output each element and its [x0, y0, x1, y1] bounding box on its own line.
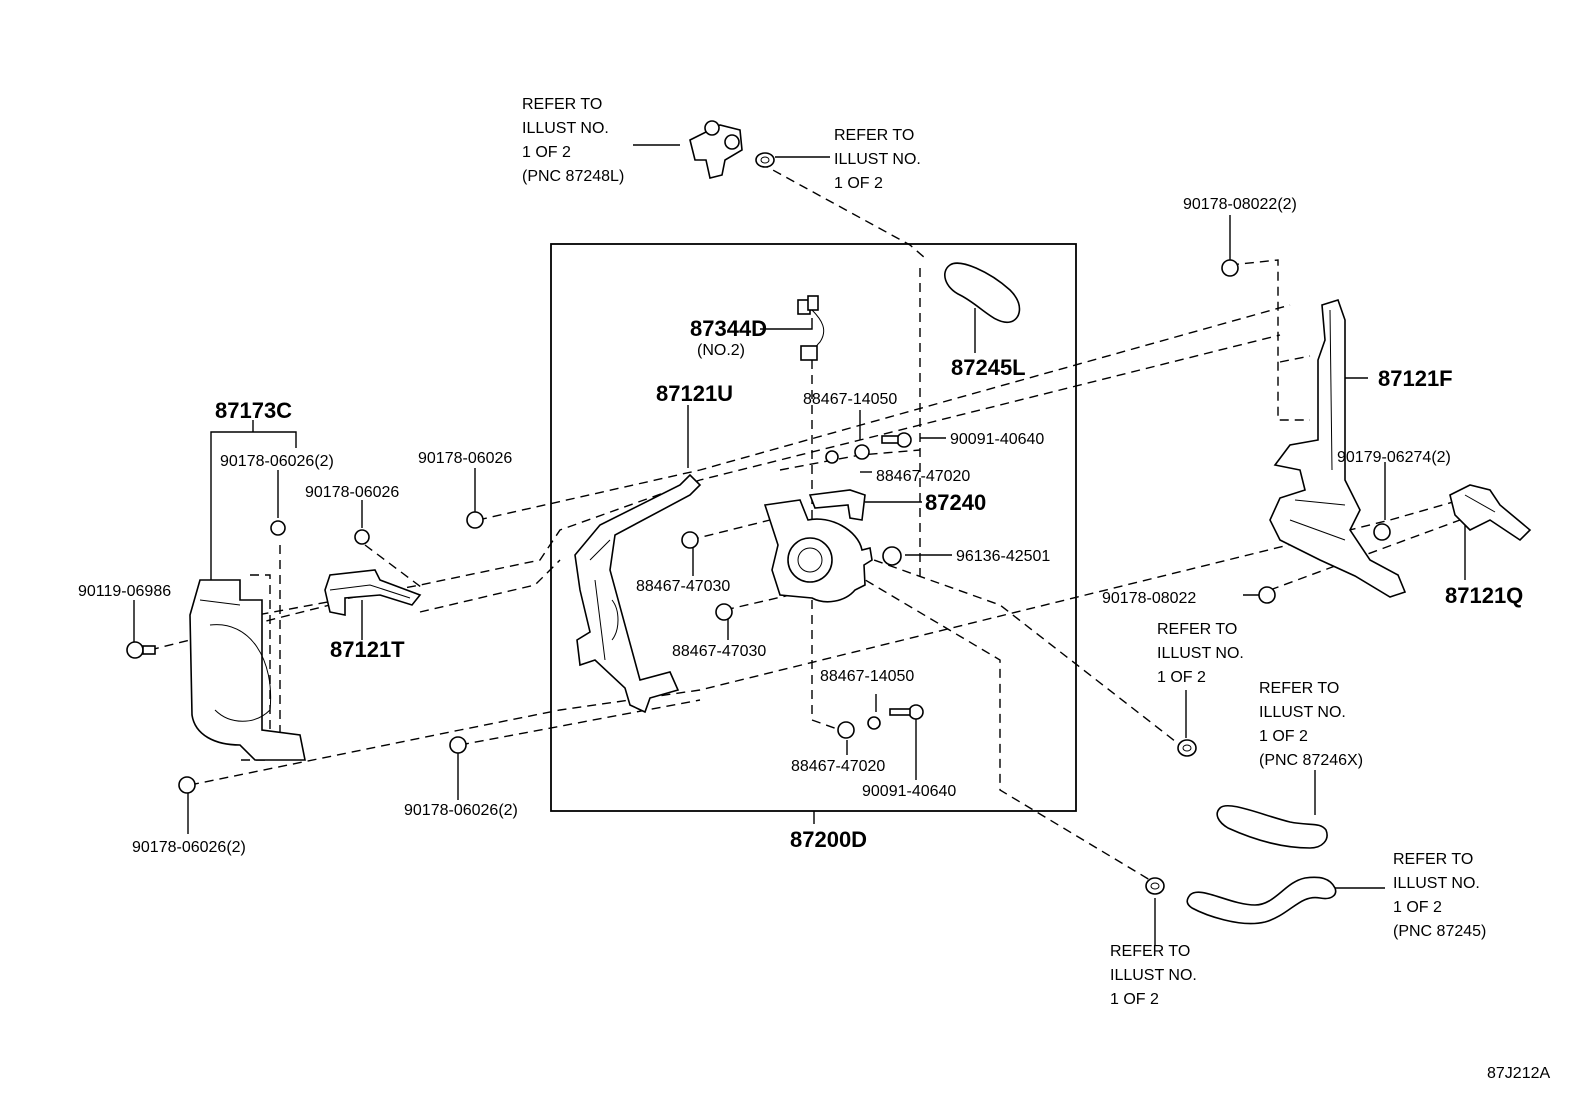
- label-90178-06026-2-a: 90178-06026(2): [220, 453, 334, 470]
- refer-block-87245: REFER TO ILLUST NO. 1 OF 2 (PNC 87245): [1393, 851, 1486, 940]
- refer-block-87246x: REFER TO ILLUST NO. 1 OF 2 (PNC 87246X): [1259, 680, 1363, 769]
- label-90091-40640-b: 90091-40640: [862, 783, 956, 800]
- label-90091-40640-a: 90091-40640: [950, 431, 1044, 448]
- svg-text:(PNC 87245): (PNC 87245): [1393, 923, 1486, 940]
- svg-text:REFER TO: REFER TO: [1157, 621, 1237, 638]
- svg-text:ILLUST NO.: ILLUST NO.: [522, 120, 609, 137]
- label-90178-06026-2-c: 90178-06026(2): [404, 802, 518, 819]
- bracket-87121u-icon: [574, 473, 702, 714]
- fasteners: [126, 259, 1391, 794]
- label-87240: 87240: [925, 490, 986, 515]
- label-88467-14050-a: 88467-14050: [803, 391, 897, 408]
- svg-text:1 OF 2: 1 OF 2: [1157, 669, 1206, 686]
- refer-block-87248l: REFER TO ILLUST NO. 1 OF 2 (PNC 87248L): [522, 96, 624, 185]
- label-88467-47030-a: 88467-47030: [636, 578, 730, 595]
- svg-text:1 OF 2: 1 OF 2: [1393, 899, 1442, 916]
- label-88467-47020-a: 88467-47020: [876, 468, 970, 485]
- label-90179-06274-2: 90179-06274(2): [1337, 449, 1451, 466]
- label-87344d: 87344D: [690, 316, 767, 341]
- label-87121u: 87121U: [656, 381, 733, 406]
- label-90119-06986: 90119-06986: [78, 583, 171, 600]
- svg-text:REFER TO: REFER TO: [1259, 680, 1339, 697]
- label-88467-47020-b: 88467-47020: [791, 758, 885, 775]
- svg-text:(PNC 87248L): (PNC 87248L): [522, 168, 624, 185]
- clamp-mid-icon: [1177, 739, 1197, 757]
- svg-text:1 OF 2: 1 OF 2: [522, 144, 571, 161]
- svg-text:ILLUST NO.: ILLUST NO.: [1393, 875, 1480, 892]
- bracket-87121t-icon: [324, 569, 422, 616]
- clamp-top-icon: [755, 152, 775, 168]
- refer-block-mid-clamp: REFER TO ILLUST NO. 1 OF 2: [1157, 621, 1244, 686]
- svg-text:ILLUST NO.: ILLUST NO.: [1259, 704, 1346, 721]
- label-88467-14050-b: 88467-14050: [820, 668, 914, 685]
- label-90178-06026-a: 90178-06026: [418, 450, 512, 467]
- svg-text:1 OF 2: 1 OF 2: [834, 175, 883, 192]
- refer-block-bottom-clamp: REFER TO ILLUST NO. 1 OF 2: [1110, 943, 1197, 1008]
- label-87344d-no2: (NO.2): [697, 342, 745, 359]
- hose-87245-icon: [1186, 876, 1337, 925]
- svg-text:REFER TO: REFER TO: [522, 96, 602, 113]
- bracket-87121f-icon: [1269, 299, 1407, 598]
- bracket-87121q-icon: [1449, 484, 1532, 542]
- illustration-code: 87J212A: [1487, 1065, 1550, 1082]
- svg-text:ILLUST NO.: ILLUST NO.: [1110, 967, 1197, 984]
- svg-text:1 OF 2: 1 OF 2: [1110, 991, 1159, 1008]
- svg-text:ILLUST NO.: ILLUST NO.: [1157, 645, 1244, 662]
- label-90178-08022-2: 90178-08022(2): [1183, 196, 1297, 213]
- label-90178-06026-2-b: 90178-06026(2): [132, 839, 246, 856]
- pump-87240-icon: [763, 489, 873, 603]
- clamp-bottom-icon: [1145, 877, 1165, 895]
- connector-87344d-icon: [797, 295, 825, 361]
- label-88467-47030-b: 88467-47030: [672, 643, 766, 660]
- label-87121q: 87121Q: [1445, 583, 1523, 608]
- solid-leaders: [133, 144, 1466, 945]
- label-87245l: 87245L: [951, 355, 1026, 380]
- hose-87245l-icon: [944, 262, 1021, 323]
- svg-text:1 OF 2: 1 OF 2: [1259, 728, 1308, 745]
- svg-text:ILLUST NO.: ILLUST NO.: [834, 151, 921, 168]
- label-96136-42501: 96136-42501: [956, 548, 1050, 565]
- label-87121t: 87121T: [330, 637, 405, 662]
- label-87173c: 87173C: [215, 398, 292, 423]
- shield-87173c-icon: [189, 579, 306, 761]
- hose-87246x-icon: [1216, 804, 1328, 849]
- refer-block-top-clamp: REFER TO ILLUST NO. 1 OF 2: [834, 127, 921, 192]
- valve-87248l-icon: [689, 120, 743, 179]
- svg-text:REFER TO: REFER TO: [1393, 851, 1473, 868]
- label-90178-08022: 90178-08022: [1102, 590, 1196, 607]
- label-87200d: 87200D: [790, 827, 867, 852]
- svg-text:(PNC 87246X): (PNC 87246X): [1259, 752, 1363, 769]
- svg-text:REFER TO: REFER TO: [834, 127, 914, 144]
- svg-text:REFER TO: REFER TO: [1110, 943, 1190, 960]
- label-90178-06026-b: 90178-06026: [305, 484, 399, 501]
- label-87121f: 87121F: [1378, 366, 1453, 391]
